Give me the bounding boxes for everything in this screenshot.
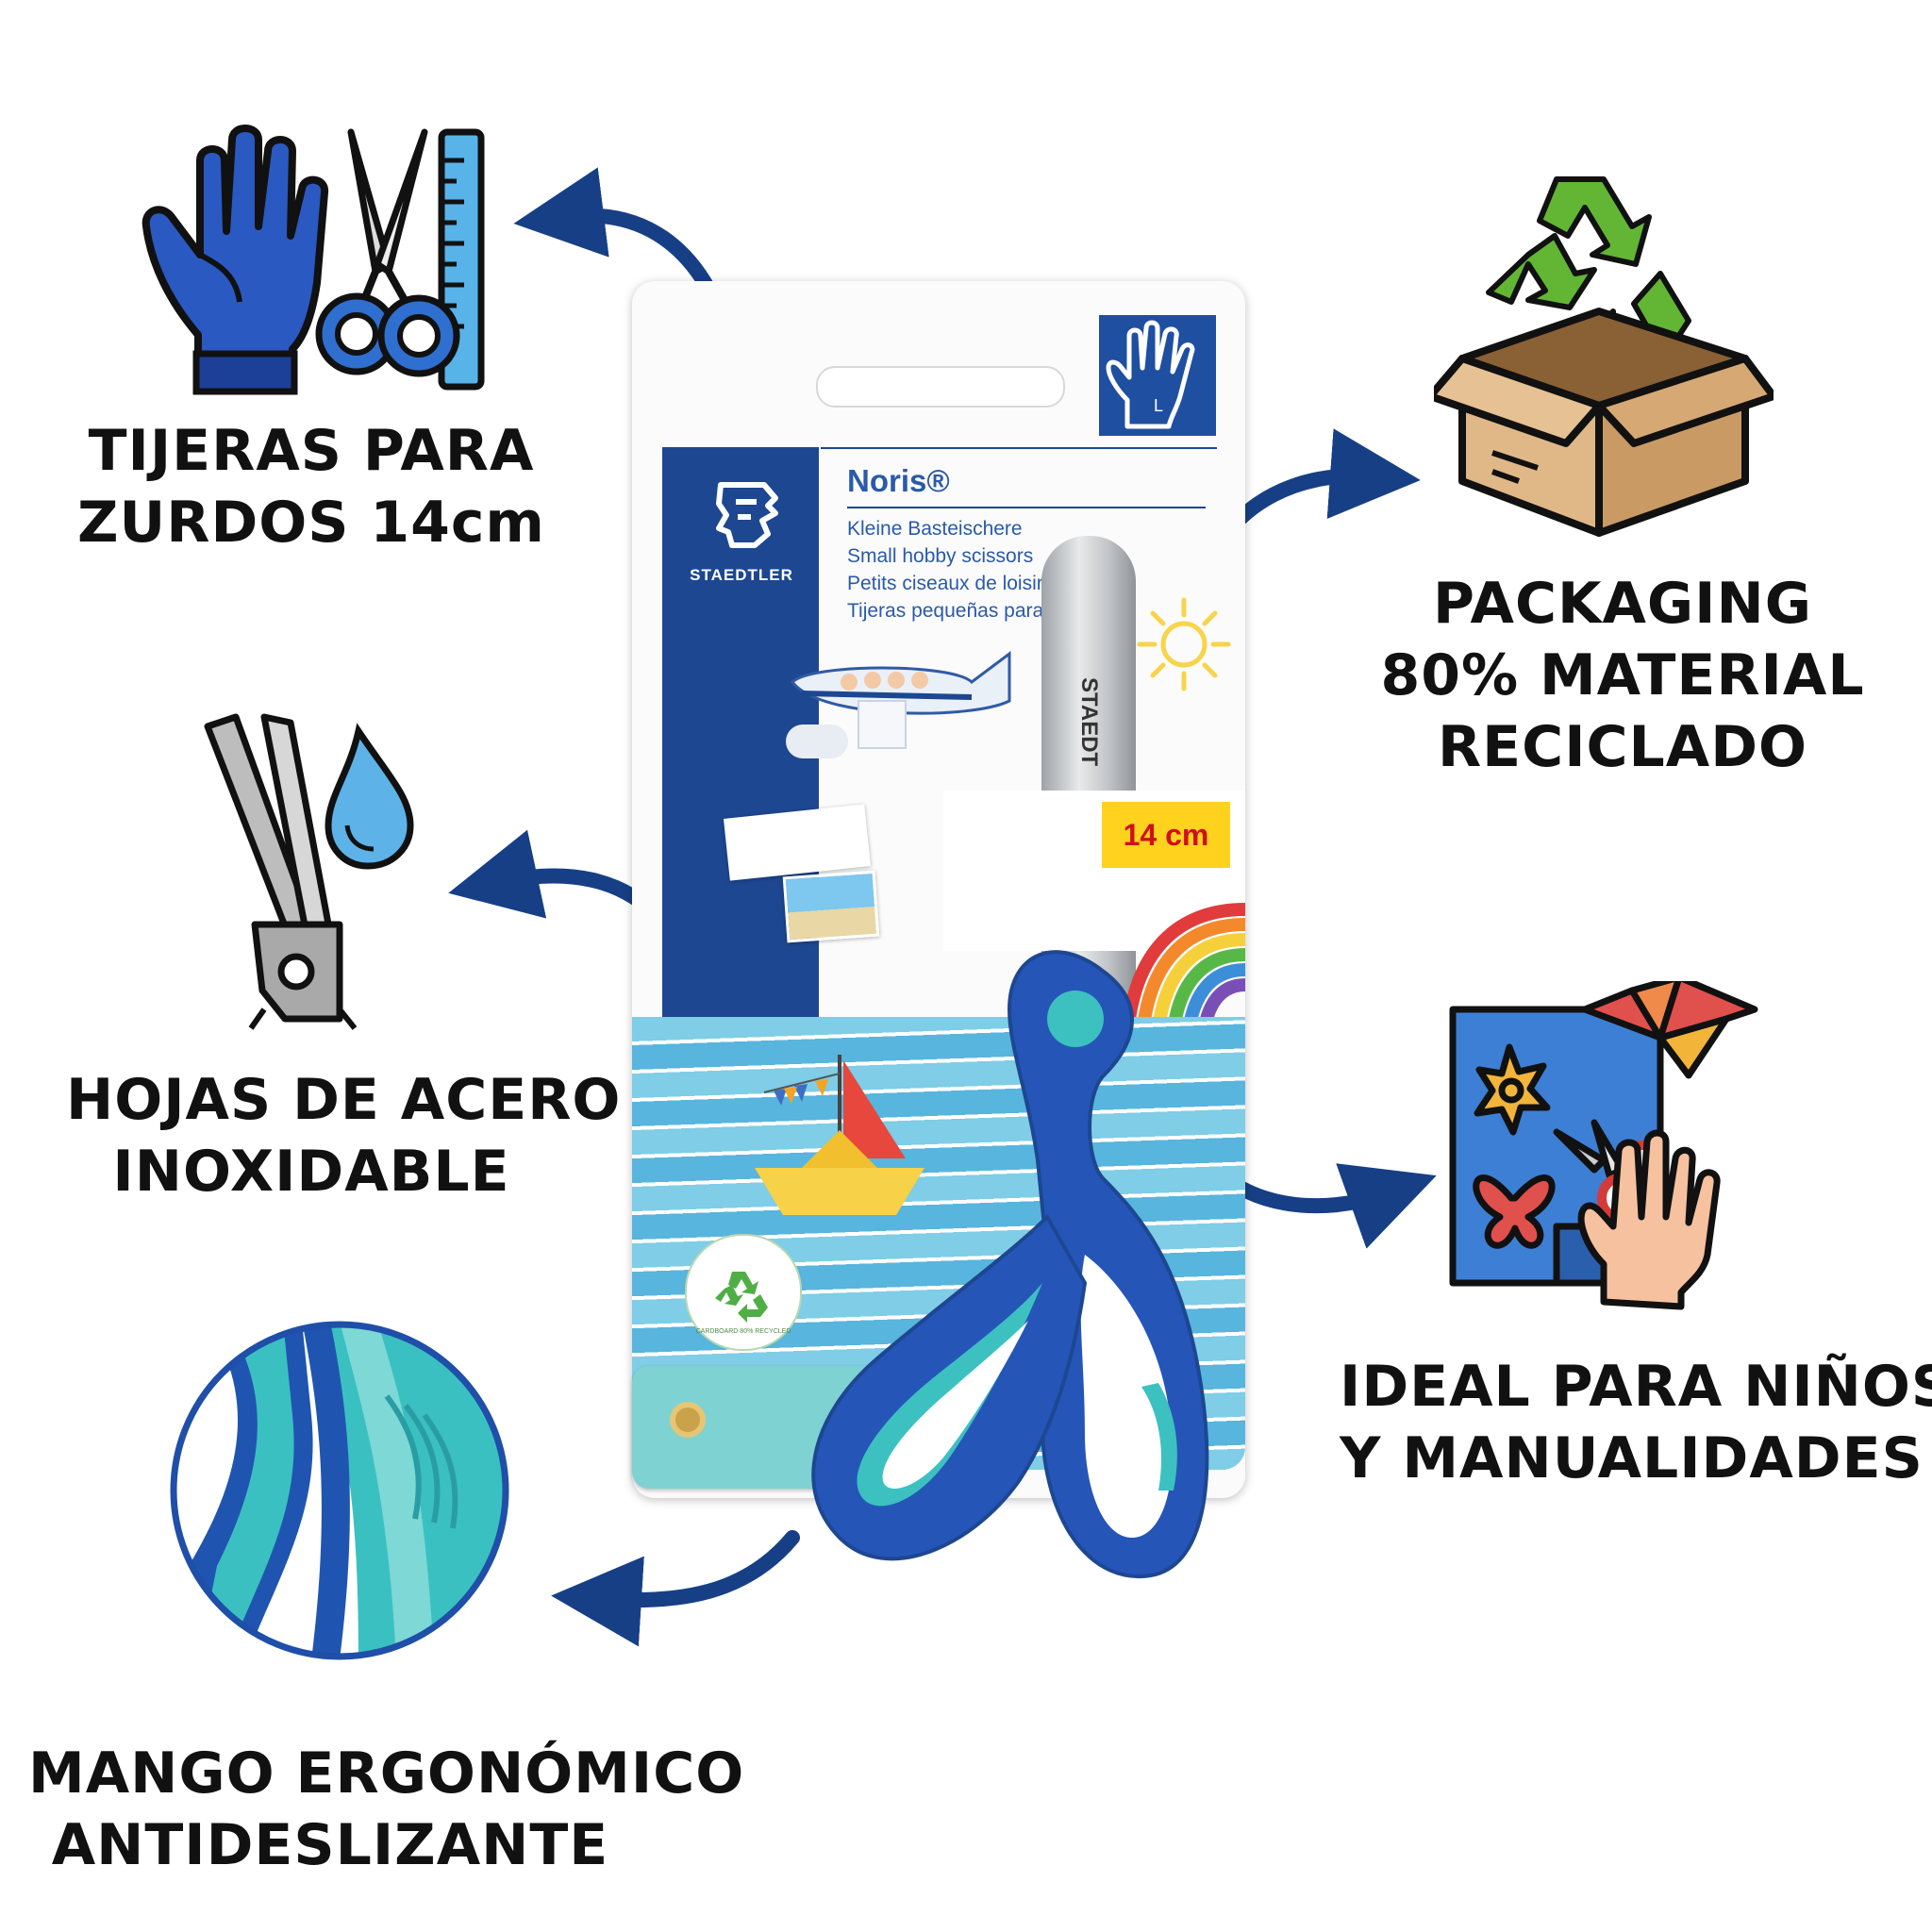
desc-es: Tijeras pequeñas para m	[847, 600, 1055, 622]
cardboard-box-icon	[1434, 308, 1774, 537]
hand-letter: L	[1154, 396, 1163, 415]
recycle-seal-icon	[715, 1272, 768, 1323]
feature-packaging-line2: 80% MATERIAL	[1380, 642, 1865, 708]
feature-ideal-caption: IDEAL PARA NIÑOS Y MANUALIDADES	[1340, 1351, 1932, 1494]
airplane-illustration	[791, 651, 1011, 749]
feature-zurdos-caption: TIJERAS PARA ZURDOS 14cm	[66, 415, 557, 558]
stainless-scissors-icon	[204, 713, 414, 1030]
product-name: Noris®	[847, 463, 950, 498]
child-hand-icon	[1577, 1129, 1721, 1310]
feature-packaging-line3: RECICLADO	[1437, 714, 1808, 780]
scissors-icon	[315, 128, 460, 377]
feature-acero-line2: INOXIDABLE	[112, 1139, 510, 1205]
open-scissors-icon	[204, 713, 358, 1030]
left-hand-icon	[142, 125, 328, 395]
feature-zurdos-line1: TIJERAS PARA	[88, 418, 535, 484]
left-hand-outline-icon: L	[1106, 320, 1195, 429]
feature-mango-caption: MANGO ERGONÓMICO ANTIDESLIZANTE	[28, 1738, 745, 1881]
recycle-seal: CARDBOARD 80% RECYCLED	[685, 1234, 802, 1351]
desc-fr: Petits ciseaux de loisirs	[847, 573, 1054, 594]
arrow-to-mango	[551, 1530, 800, 1647]
hang-hole	[816, 366, 1065, 408]
feature-ideal-line1: IDEAL PARA NIÑOS	[1340, 1354, 1932, 1420]
blade-engraving: STAEDT	[1076, 677, 1102, 767]
feature-zurdos-line2: ZURDOS 14cm	[77, 490, 545, 556]
paper-boat-illustration	[755, 1055, 924, 1215]
size-badge: 14 cm	[1102, 802, 1230, 868]
desc-de: Kleine Basteischere	[847, 518, 1023, 540]
recycle-box-icon	[1434, 176, 1774, 537]
feature-packaging-caption: PACKAGING 80% MATERIAL RECICLADO	[1368, 568, 1877, 783]
ergonomic-grip-icon	[170, 1321, 509, 1660]
feature-acero-line1: HOJAS DE ACERO	[66, 1067, 622, 1133]
header-rule	[821, 447, 1217, 453]
feature-mango-line2: ANTIDESLIZANTE	[51, 1812, 609, 1878]
feature-packaging-line1: PACKAGING	[1433, 571, 1812, 637]
craft-paper-icon	[1449, 981, 1758, 1310]
desc-en: Small hobby scissors	[847, 545, 1034, 567]
beach-photo-illustration	[782, 870, 880, 943]
brand-label: STAEDTLER	[690, 566, 793, 584]
name-rule	[847, 507, 1206, 508]
feature-mango-line1: MANGO ERGONÓMICO	[28, 1740, 745, 1807]
feature-acero-caption: HOJAS DE ACERO INOXIDABLE	[66, 1064, 622, 1208]
cloud-illustration	[786, 724, 848, 758]
left-hand-scissors-ruler-icon	[142, 125, 485, 395]
scissor-handles	[811, 950, 1209, 1579]
butterfly-icon	[1473, 1174, 1556, 1249]
eyelet	[670, 1402, 706, 1438]
left-hand-badge: L	[1099, 315, 1216, 436]
feature-ideal-line2: Y MANUALIDADES	[1340, 1425, 1924, 1491]
staedtler-logo-icon	[716, 482, 778, 548]
sun-icon	[1137, 597, 1231, 691]
recycle-seal-text: CARDBOARD 80% RECYCLED	[695, 1328, 791, 1335]
